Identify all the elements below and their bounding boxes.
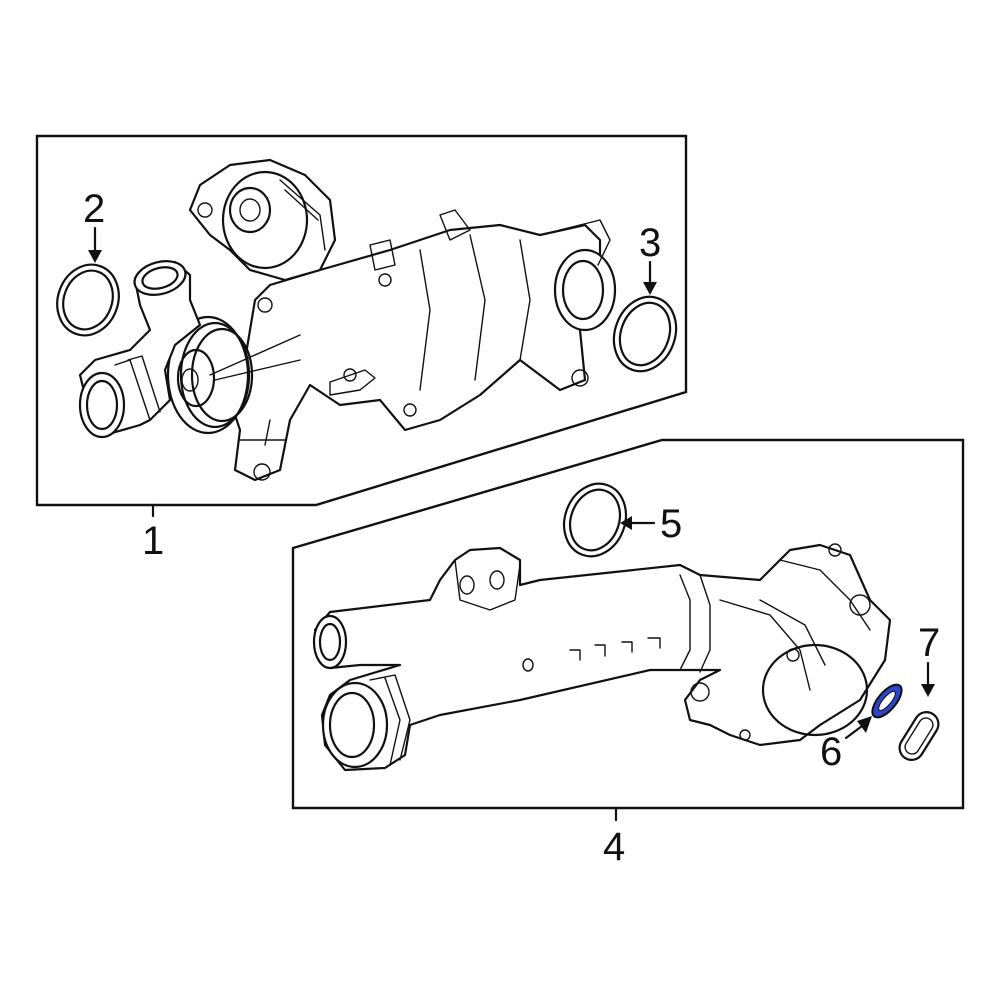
- leader-6: [844, 716, 872, 740]
- part-2-o-ring[interactable]: [47, 256, 128, 344]
- callout-3: 3: [639, 221, 661, 265]
- leader-7: [921, 661, 935, 697]
- callout-5: 5: [660, 502, 682, 546]
- callout-4: 4: [603, 825, 625, 869]
- part-4-coolant-pipe[interactable]: [312, 543, 892, 772]
- part-3-o-ring[interactable]: [604, 288, 686, 380]
- callout-1: 1: [142, 519, 164, 563]
- leader-2: [88, 226, 102, 263]
- part-6-seal[interactable]: [867, 680, 907, 722]
- callout-7: 7: [918, 621, 940, 665]
- part-1-water-pump[interactable]: [78, 158, 617, 482]
- callout-6: 6: [820, 730, 842, 774]
- leader-5: [620, 516, 656, 530]
- coolant-pipe-group-box: [291, 438, 965, 810]
- water-pump-group-box: [35, 134, 688, 507]
- part-5-o-ring[interactable]: [554, 475, 636, 565]
- part-7-gasket[interactable]: [895, 708, 943, 765]
- leader-3: [643, 260, 657, 295]
- callout-2: 2: [83, 187, 105, 231]
